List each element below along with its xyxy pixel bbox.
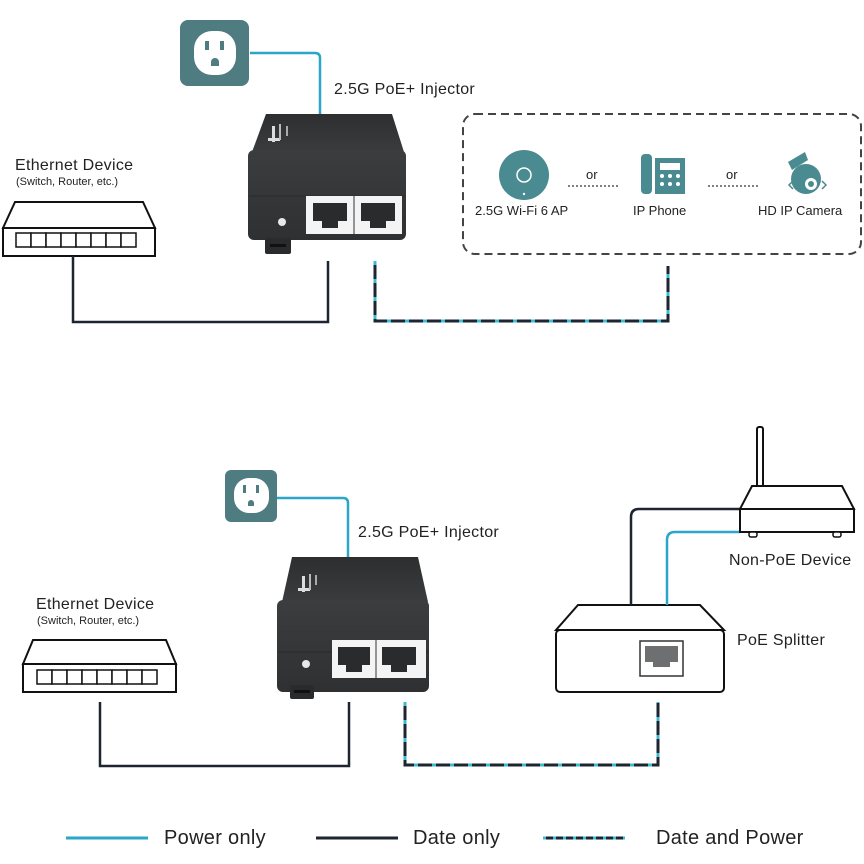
data-cable-bottom: [98, 702, 351, 768]
power-outlet-icon-bottom: [225, 470, 277, 522]
device-label-ip-phone: IP Phone: [633, 203, 687, 218]
poe-splitter-icon: [553, 604, 727, 693]
ethernet-device-subtitle-top: (Switch, Router, etc.): [16, 176, 119, 188]
or-separator-2: or: [726, 167, 738, 182]
device-label-camera: HD IP Camera: [758, 203, 843, 218]
device-label-ap: 2.5G Wi-Fi 6 AP: [475, 203, 569, 218]
poe-splitter-label: PoE Splitter: [737, 632, 826, 649]
injector-label-top: 2.5G PoE+ Injector: [334, 81, 476, 98]
ethernet-device-title-top: Ethernet Device: [15, 157, 134, 174]
or-separator-1: or: [586, 167, 598, 182]
powered-device-group-box: [462, 113, 862, 255]
splitter-data-cable: [629, 507, 740, 605]
ethernet-switch-icon-bottom: [21, 639, 178, 693]
access-point-icon: [499, 150, 549, 200]
poe-injector-top: [248, 114, 406, 254]
ethernet-device-subtitle-bottom: (Switch, Router, etc.): [37, 615, 140, 627]
ip-camera-icon: [787, 152, 828, 194]
power-cable-top: [250, 51, 322, 114]
data-cable-top: [71, 256, 330, 324]
ip-phone-icon: [641, 154, 685, 194]
ethernet-device-title-bottom: Ethernet Device: [36, 596, 155, 613]
poe-injector-bottom: [277, 557, 429, 699]
legend-label-power: Power only: [164, 827, 266, 849]
ethernet-switch-icon-top: [1, 201, 157, 257]
power-outlet-icon-top: [180, 20, 249, 86]
data-power-cable-top: [373, 261, 670, 323]
legend-label-both: Date and Power: [656, 827, 804, 849]
legend-label-data: Date only: [413, 827, 501, 849]
splitter-power-cable: [665, 530, 740, 605]
data-power-cable-bottom: [403, 702, 660, 767]
non-poe-device-label: Non-PoE Device: [729, 552, 852, 569]
power-cable-bottom: [277, 496, 350, 557]
injector-label-bottom: 2.5G PoE+ Injector: [358, 524, 500, 541]
non-poe-router-icon: [738, 426, 856, 538]
